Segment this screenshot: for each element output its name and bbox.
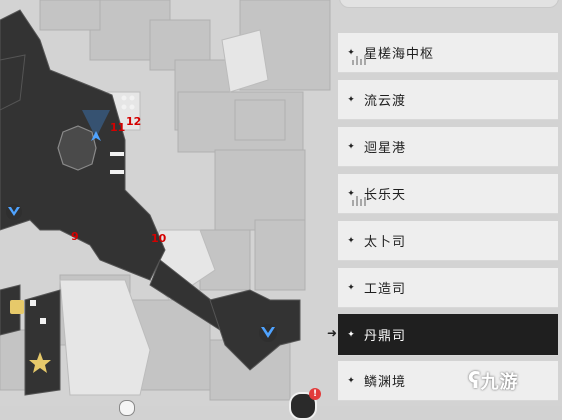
building-silhouette-icon: [352, 196, 370, 206]
location-item-6[interactable]: ✦ 丹鼎司: [338, 314, 558, 356]
location-item-7[interactable]: ✦ 鳞渊境: [338, 361, 558, 401]
location-label: 鳞渊境: [364, 375, 407, 390]
location-label: 长乐天: [364, 188, 407, 203]
puzzle-piece-icon[interactable]: [10, 300, 24, 314]
nav-anchor-icon: ✦: [347, 375, 355, 386]
nav-anchor-icon: ✦: [347, 188, 355, 199]
location-item-1[interactable]: ✦ 流云渡: [338, 80, 558, 120]
notification-badge: !: [309, 388, 321, 400]
map-marker-number: 11: [110, 121, 126, 134]
location-item-3[interactable]: ✦ 长乐天: [338, 174, 558, 214]
nav-anchor-icon: ✦: [347, 235, 355, 246]
location-item-2[interactable]: ✦ 迴星港: [338, 127, 558, 167]
teleport-waypoint-icon[interactable]: [259, 324, 277, 342]
building-silhouette-icon: [352, 55, 370, 65]
map-marker-number: 9: [71, 230, 79, 243]
star-task-icon[interactable]: [29, 352, 51, 373]
selection-pointer-icon: ➜: [327, 326, 338, 340]
location-label: 流云渡: [364, 94, 407, 109]
location-item-0[interactable]: ✦ 星槎海中枢: [338, 33, 558, 73]
nav-anchor-icon: ✦: [347, 141, 355, 152]
location-item-4[interactable]: ✦ 太卜司: [338, 221, 558, 261]
teleport-waypoint-icon[interactable]: [6, 204, 22, 220]
map-marker-number: 10: [151, 232, 167, 245]
location-list-panel: ✦ 星槎海中枢 ✦ 流云渡 ✦ 迴星港 ✦ 长乐天 ✦ 太卜司 ✦ 工造司 ✦ …: [333, 0, 562, 406]
map-marker-number: 12: [126, 115, 142, 128]
watermark: ʕ 九游: [468, 368, 519, 394]
location-item-5[interactable]: ✦ 工造司: [338, 268, 558, 308]
panel-top-tab[interactable]: [339, 0, 559, 8]
nav-anchor-icon: ✦: [347, 282, 355, 293]
nav-anchor-icon: ✦: [347, 94, 355, 105]
location-label: 丹鼎司: [364, 329, 407, 344]
watermark-text: 九游: [480, 372, 519, 393]
nav-anchor-icon: ✦: [347, 329, 355, 340]
jiuyou-logo-icon: ʕ: [468, 368, 481, 394]
nav-anchor-icon: ✦: [347, 47, 355, 58]
map-marker-dot[interactable]: [119, 400, 135, 416]
location-label: 迴星港: [364, 141, 407, 156]
location-label: 星槎海中枢: [364, 47, 435, 62]
location-label: 太卜司: [364, 235, 407, 250]
location-label: 工造司: [364, 282, 407, 297]
